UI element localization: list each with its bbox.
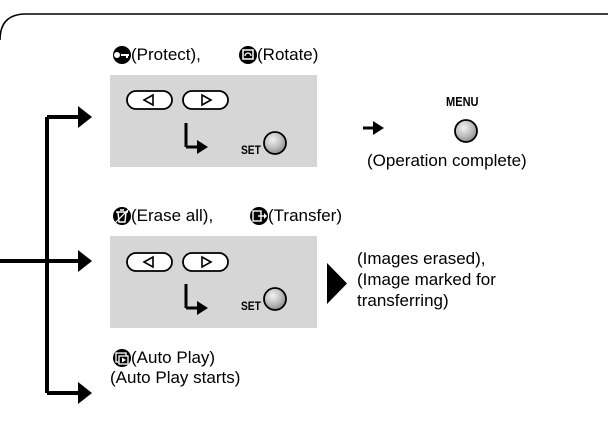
menu-label: MENU [446,94,479,109]
hook-arrow-icon [184,284,208,315]
flow-connector [0,106,92,404]
result-triangle-2 [327,263,347,304]
control-panel-1 [110,75,317,167]
function-label-protect: (Protect), [131,45,201,64]
result-text-operation-complete: (Operation complete) [367,151,527,170]
set-label: SET [241,143,261,157]
transfer-icon [250,207,268,225]
set-label: SET [241,299,261,313]
protect-icon [113,46,131,64]
left-arrow-button-icon [126,252,173,272]
function-label-rotate: (Rotate) [257,45,319,64]
result-text-auto-play-starts: (Auto Play starts) [110,368,241,387]
rotate-icon [239,46,257,64]
right-arrow-button-icon [182,90,229,110]
result-arrow-1 [363,121,384,135]
erase-all-icon [113,207,131,225]
set-button-icon [263,287,287,311]
auto-play-icon [113,349,131,367]
control-panel-2 [110,236,317,328]
function-label-erase-all: (Erase all), [131,206,214,225]
left-arrow-button-icon [126,90,173,110]
menu-button-icon [454,119,478,143]
result-text-images-erased: (Images erased), (Image marked for trans… [357,249,496,310]
function-label-auto-play: (Auto Play) [131,348,216,367]
frame-border [0,13,608,41]
right-arrow-button-icon [182,252,229,272]
hook-arrow-icon [184,123,208,154]
function-label-transfer: (Transfer) [268,206,342,225]
set-button-icon [263,131,287,155]
